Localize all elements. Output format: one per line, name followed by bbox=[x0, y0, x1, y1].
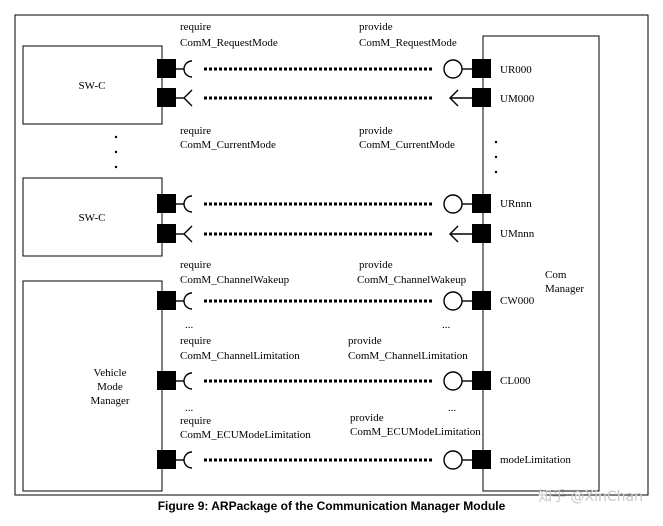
ellipsis-left-1: ... bbox=[185, 319, 194, 331]
port-cw000-label: CW000 bbox=[500, 295, 535, 307]
vmm-label-2: Mode bbox=[97, 381, 123, 393]
figure-caption: Figure 9: ARPackage of the Communication… bbox=[157, 499, 506, 513]
com-manager-label-2: Manager bbox=[545, 283, 584, 295]
require-port-square bbox=[157, 450, 176, 469]
connector-current-mode-umnnn bbox=[157, 224, 491, 243]
label-require-1: require bbox=[180, 21, 211, 33]
port-cl000-label: CL000 bbox=[500, 375, 531, 387]
label-current-mode-left: ComM_CurrentMode bbox=[180, 139, 276, 151]
label-provide-3: provide bbox=[359, 259, 393, 271]
label-require-3: require bbox=[180, 259, 211, 271]
port-um000-label: UM000 bbox=[500, 93, 535, 105]
connector-channel-wakeup-cw000 bbox=[157, 291, 491, 311]
provide-port-square bbox=[472, 194, 491, 213]
vertical-ellipsis-right bbox=[494, 140, 498, 174]
label-require-5: require bbox=[180, 415, 211, 427]
ellipsis-left-2: ... bbox=[185, 402, 194, 414]
label-provide-2: provide bbox=[359, 125, 393, 137]
ball-icon bbox=[443, 450, 463, 470]
ellipsis-right-2: ... bbox=[448, 402, 457, 414]
socket-icon bbox=[183, 372, 193, 390]
outer-frame bbox=[14, 14, 649, 496]
socket-icon bbox=[183, 451, 193, 469]
label-current-mode-right: ComM_CurrentMode bbox=[359, 139, 455, 151]
provide-port-square bbox=[472, 59, 491, 78]
label-require-4: require bbox=[180, 335, 211, 347]
com-manager-label-1: Com bbox=[545, 269, 567, 281]
port-urnnn-label: URnnn bbox=[500, 198, 532, 210]
label-provide-1: provide bbox=[359, 21, 393, 33]
ball-icon bbox=[443, 194, 463, 214]
connector-request-mode-ur000 bbox=[157, 59, 491, 79]
connector-ecu-mode-limitation bbox=[157, 450, 491, 470]
require-port-square bbox=[157, 291, 176, 310]
swc-box-1 bbox=[22, 45, 163, 125]
sender-arrow-icon bbox=[183, 225, 193, 243]
label-channel-wakeup-right: ComM_ChannelWakeup bbox=[357, 274, 467, 286]
provide-port-square bbox=[472, 291, 491, 310]
watermark: 知乎 @XinChan bbox=[538, 489, 643, 505]
swc-box-1-label: SW-C bbox=[79, 80, 106, 92]
label-ecu-mode-limitation-left: ComM_ECUModeLimitation bbox=[180, 429, 311, 441]
ellipsis-right-1: ... bbox=[442, 319, 451, 331]
label-provide-4: provide bbox=[348, 335, 382, 347]
vmm-label-1: Vehicle bbox=[94, 367, 127, 379]
label-channel-wakeup-left: ComM_ChannelWakeup bbox=[180, 274, 290, 286]
provide-port-square bbox=[472, 371, 491, 390]
ball-icon bbox=[443, 371, 463, 391]
label-provide-5: provide bbox=[350, 412, 384, 424]
require-port-square bbox=[157, 371, 176, 390]
sender-arrow-icon bbox=[183, 89, 193, 107]
socket-icon bbox=[183, 195, 193, 213]
vehicle-mode-manager-box bbox=[22, 280, 163, 492]
require-port-square bbox=[157, 59, 176, 78]
label-request-mode-left: ComM_RequestMode bbox=[180, 37, 278, 49]
label-request-mode-right: ComM_RequestMode bbox=[359, 37, 457, 49]
provide-port-square bbox=[472, 450, 491, 469]
vmm-label-3: Manager bbox=[90, 395, 129, 407]
label-ecu-mode-limitation-right: ComM_ECUModeLimitation bbox=[350, 426, 481, 438]
port-umnnn-label: UMnnn bbox=[500, 228, 535, 240]
connector-current-mode-um000 bbox=[157, 88, 491, 107]
require-port-square bbox=[157, 88, 176, 107]
ball-icon bbox=[443, 291, 463, 311]
swc-box-2-label: SW-C bbox=[79, 212, 106, 224]
ball-icon bbox=[443, 59, 463, 79]
socket-icon bbox=[183, 292, 193, 310]
connector-request-mode-urnnn bbox=[157, 194, 491, 214]
label-channel-limitation-left: ComM_ChannelLimitation bbox=[180, 350, 300, 362]
provide-port-square bbox=[472, 224, 491, 243]
provide-port-square bbox=[472, 88, 491, 107]
socket-icon bbox=[183, 60, 193, 78]
com-manager-box bbox=[482, 35, 600, 492]
connector-channel-limitation-cl000 bbox=[157, 371, 491, 391]
port-mode-limitation-label: modeLimitation bbox=[500, 454, 571, 466]
port-ur000-label: UR000 bbox=[500, 64, 532, 76]
require-port-square bbox=[157, 194, 176, 213]
label-require-2: require bbox=[180, 125, 211, 137]
require-port-square bbox=[157, 224, 176, 243]
label-channel-limitation-right: ComM_ChannelLimitation bbox=[348, 350, 468, 362]
vertical-ellipsis-left bbox=[114, 135, 118, 169]
swc-box-2 bbox=[22, 177, 163, 257]
